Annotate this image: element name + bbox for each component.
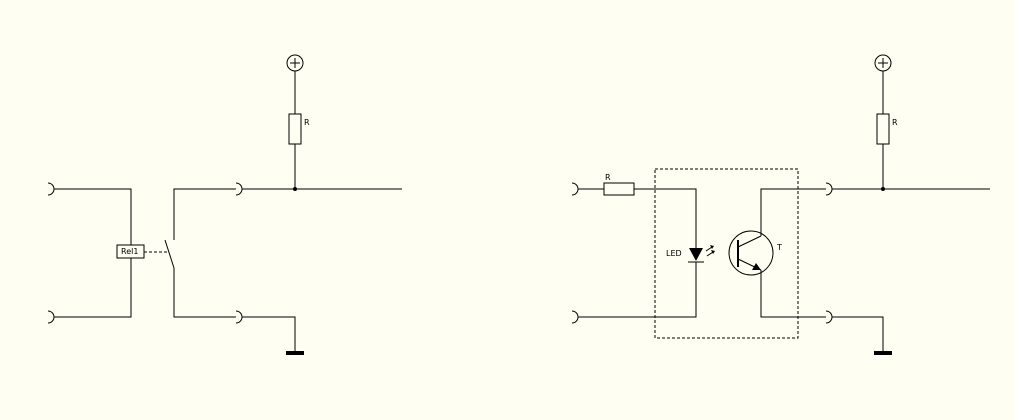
coil-wire-top (54, 188, 132, 245)
phototransistor-icon (728, 230, 774, 276)
output-terminal-bottom (235, 310, 243, 324)
led-label: LED (666, 249, 682, 258)
emitter-wire (760, 270, 826, 318)
transistor-label: T (776, 243, 782, 252)
opto-input-terminal-bottom (571, 310, 579, 324)
switch-wire-bottom (173, 268, 236, 318)
led-cathode-wire (578, 262, 697, 318)
opto-output-terminal-top (825, 182, 833, 196)
optocoupler-package (654, 168, 799, 339)
opto-supply-plus-icon (874, 54, 892, 72)
opto-input-terminal-top (571, 182, 579, 196)
ground-wire (242, 316, 296, 351)
opto-pullup-resistor-label: R (892, 118, 898, 127)
input-resistor-label: R (605, 173, 611, 182)
coil-wire-bottom (54, 258, 132, 318)
output-terminal-top (235, 182, 243, 196)
input-terminal-bottom (47, 310, 55, 324)
collector-wire (760, 188, 826, 236)
switch-wire-top (173, 188, 236, 240)
relay-circuit: Rel1 R (47, 54, 402, 355)
led-anode-wire (634, 188, 697, 248)
input-resistor (603, 182, 635, 196)
input-terminal-top (47, 182, 55, 196)
opto-ground-icon (874, 351, 892, 355)
opto-output-terminal-bottom (825, 310, 833, 324)
optocoupler-circuit: R LED T (571, 54, 990, 355)
relay-label: Rel1 (121, 247, 138, 256)
led-icon (688, 245, 715, 263)
ground-icon (286, 351, 304, 355)
supply-plus-icon (286, 54, 304, 72)
switch-blade (164, 239, 175, 269)
pullup-resistor (288, 113, 302, 145)
pullup-resistor-label: R (304, 118, 310, 127)
opto-ground-wire (832, 316, 884, 351)
opto-pullup-resistor (876, 113, 890, 145)
